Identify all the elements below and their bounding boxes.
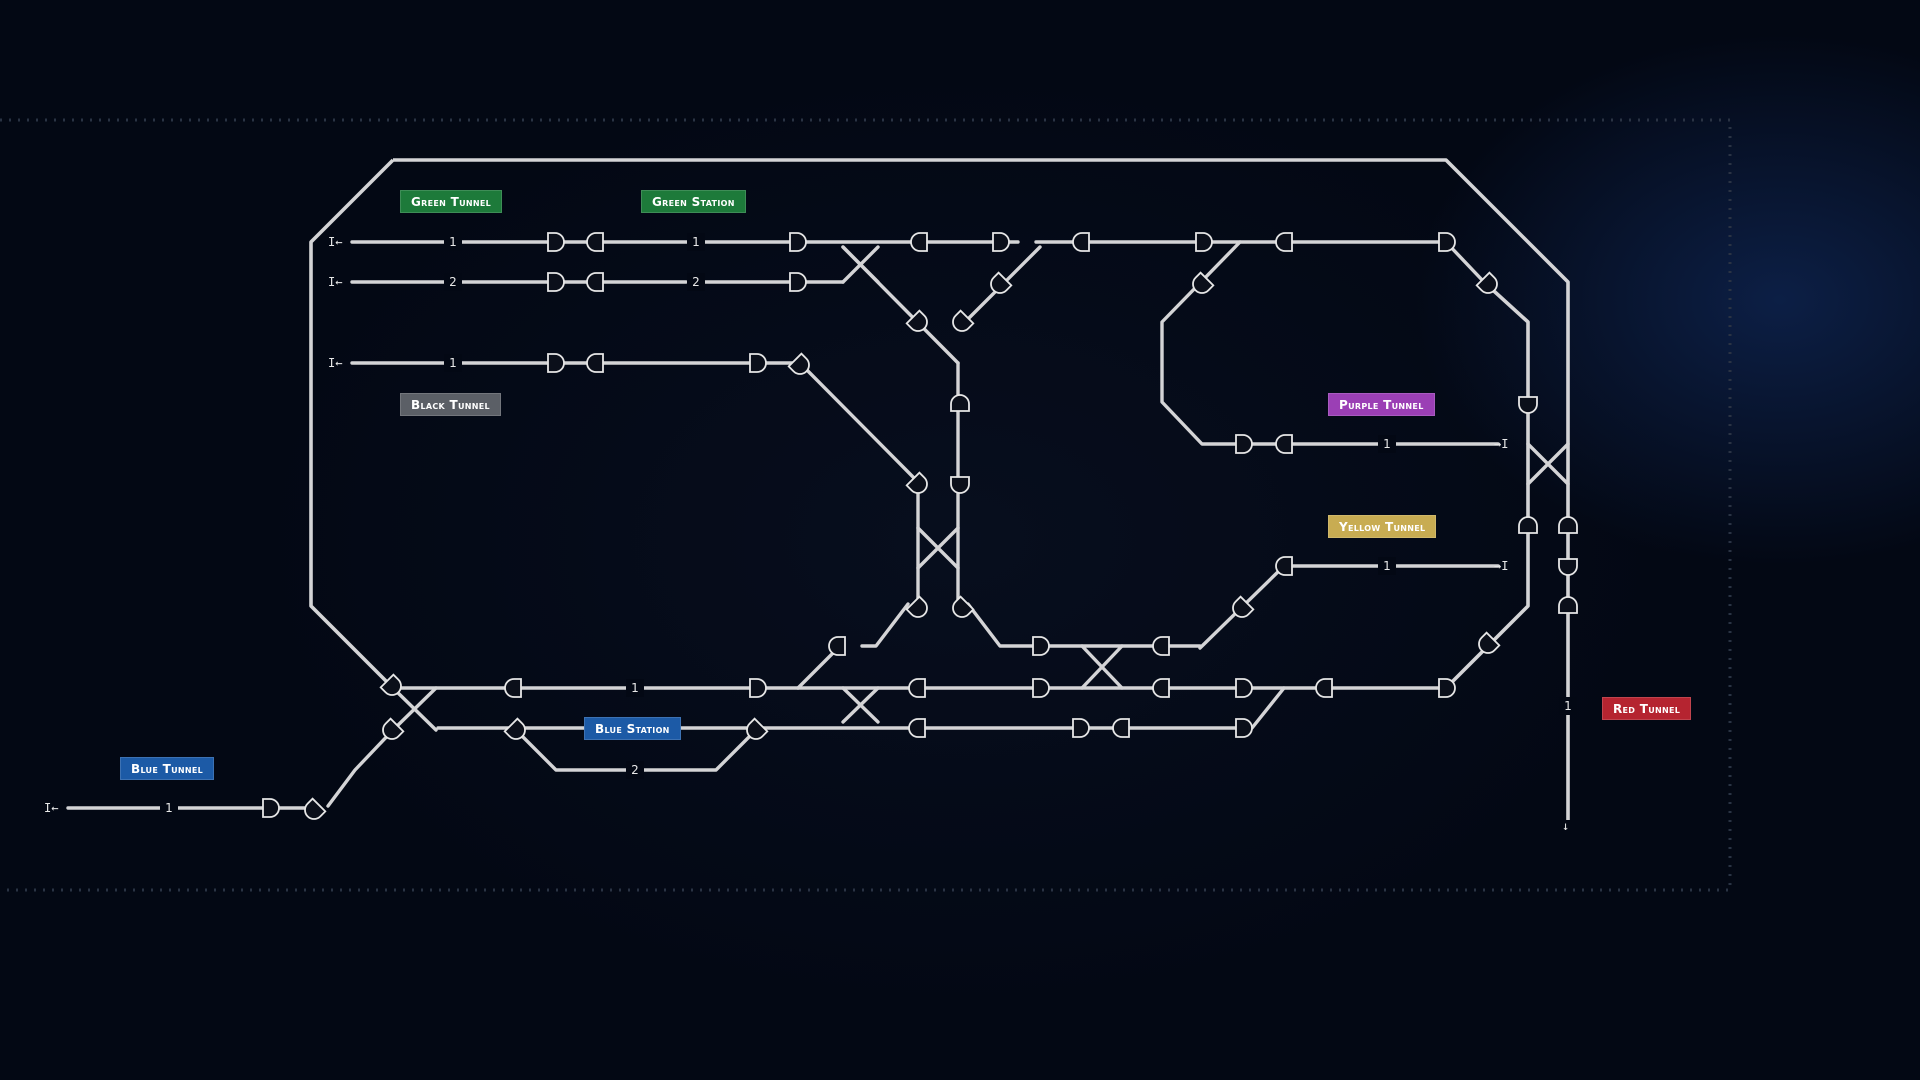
signal-icon [990, 271, 1013, 294]
label-blue-tunnel[interactable]: Blue Tunnel [120, 757, 215, 780]
signal-icon [910, 232, 928, 252]
track-number: 2 [631, 763, 639, 777]
signal-icon [1195, 232, 1213, 252]
track-end-icon: I← [44, 801, 58, 815]
signal-icon [379, 673, 402, 696]
signal-icon [905, 471, 928, 494]
label-green-station[interactable]: Green Station [641, 190, 746, 213]
signal-icon [1235, 718, 1253, 738]
label-blue-station[interactable]: Blue Station [584, 717, 681, 740]
signal-icon [1558, 516, 1578, 534]
signal-icon [950, 394, 970, 412]
signal-icon [304, 797, 327, 820]
signal-icon [787, 352, 810, 375]
signal-icon [1112, 718, 1130, 738]
track-end-icon: ↓ [1562, 819, 1569, 833]
signal-icon [1275, 434, 1293, 454]
signal-icon [1152, 678, 1170, 698]
signal-icon [1235, 678, 1253, 698]
signal-icon [1192, 271, 1215, 294]
signal-icon [746, 717, 769, 740]
signal-icon [950, 476, 970, 494]
signal-icon [586, 272, 604, 292]
signal-icon [1478, 631, 1501, 654]
label-green-tunnel[interactable]: Green Tunnel [400, 190, 503, 213]
signal-icon [1152, 636, 1170, 656]
signal-icon [992, 232, 1010, 252]
track-number: 1 [1383, 437, 1391, 451]
signal-icon [1235, 434, 1253, 454]
label-red-tunnel[interactable]: Red Tunnel [1602, 697, 1692, 720]
signal-icon [789, 272, 807, 292]
purple-loop [1160, 240, 1570, 486]
signal-icon [1438, 232, 1456, 252]
track-end-icon: →I [1494, 437, 1508, 451]
label-purple-tunnel[interactable]: Purple Tunnel [1328, 393, 1435, 416]
signal-icon [1072, 718, 1090, 738]
signal-icon [1558, 558, 1578, 576]
signal-icon [1518, 396, 1538, 414]
map-boundary [0, 118, 1732, 892]
track-number: 2 [692, 275, 700, 289]
label-black-tunnel[interactable]: Black Tunnel [400, 393, 501, 416]
signal-icon [1438, 678, 1456, 698]
label-yellow-tunnel[interactable]: Yellow Tunnel [1328, 515, 1437, 538]
track-number: 1 [449, 356, 457, 370]
signal-icon [586, 353, 604, 373]
signal-icon [1275, 556, 1293, 576]
signal-icon [504, 678, 522, 698]
track-number: 1 [449, 235, 457, 249]
signal-icon [1072, 232, 1090, 252]
signal-icon [952, 595, 975, 618]
signal-icon [1558, 596, 1578, 614]
track-numbers: 1 2 1 2 1 1 1 1 2 1 1 [160, 233, 1577, 817]
signal-icon [908, 678, 926, 698]
track-number: 1 [1383, 559, 1391, 573]
lower-network [66, 602, 1286, 810]
track-end-icon: I← [328, 275, 342, 289]
signal-icon [1032, 678, 1050, 698]
track-number: 2 [449, 275, 457, 289]
signal-icon [952, 309, 975, 332]
track-end-icon: I← [328, 356, 342, 370]
signal-icon [789, 232, 807, 252]
signal-icon [905, 595, 928, 618]
signal-icon [547, 353, 565, 373]
track-number: 1 [1564, 699, 1572, 713]
track-number: 1 [631, 681, 639, 695]
green-rows [350, 240, 1486, 606]
signal-icon [1032, 636, 1050, 656]
outer-loop-track [309, 158, 1570, 820]
signal-icon [908, 718, 926, 738]
track-number: 1 [165, 801, 173, 815]
signal-icon [262, 798, 280, 818]
signal-icon [905, 309, 928, 332]
signal-icon [1275, 232, 1293, 252]
signal-icon [828, 636, 846, 656]
signal-icon [586, 232, 604, 252]
signal-icon [382, 717, 405, 740]
signal-icon [1315, 678, 1333, 698]
track-end-icon: →I [1494, 559, 1508, 573]
end-markers: I← I← I← I← →I →I ↓ [44, 235, 1569, 833]
track-end-icon: I← [328, 235, 342, 249]
track-number: 1 [692, 235, 700, 249]
signal-icon [1475, 271, 1498, 294]
signal-icon [1518, 516, 1538, 534]
signal-icon [749, 678, 767, 698]
signals [262, 232, 1578, 820]
signal-icon [547, 232, 565, 252]
signal-icon [1232, 595, 1255, 618]
signal-icon [547, 272, 565, 292]
signal-icon [749, 353, 767, 373]
